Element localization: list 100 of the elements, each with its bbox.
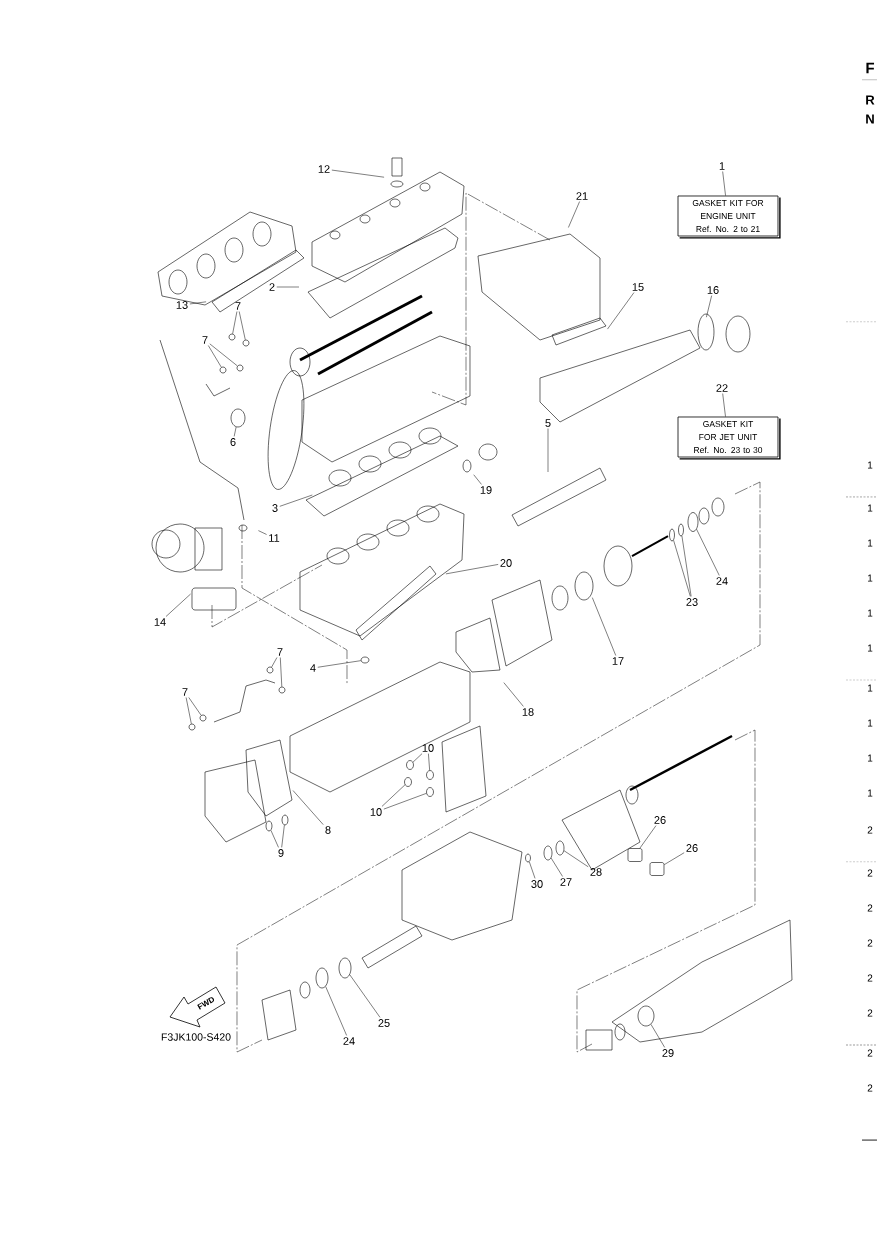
callout-number: 7 (277, 648, 283, 656)
callout-number: 19 (480, 486, 492, 494)
leader-line (722, 171, 726, 196)
direction-text: FWD (197, 997, 215, 1010)
gasket (649, 862, 665, 876)
leader-line (592, 597, 617, 656)
ring (360, 656, 370, 664)
leader-line (503, 682, 524, 707)
table-text: R (866, 95, 875, 105)
leader-line (292, 790, 324, 825)
table-text: 1 (868, 539, 873, 547)
ring (219, 366, 227, 374)
leader-line (706, 295, 712, 318)
table-text: 1 (868, 684, 873, 692)
leader-line (208, 345, 222, 368)
callout-number: 26 (654, 816, 666, 824)
callout-number: 24 (343, 1037, 355, 1045)
leader-line (696, 529, 720, 576)
ring (338, 957, 352, 979)
leader-line (607, 292, 635, 330)
table-text: N (866, 114, 874, 124)
leader-line (280, 657, 283, 687)
ring (230, 408, 246, 428)
gasket (627, 848, 643, 862)
leader-line (238, 311, 246, 341)
callout-number: 10 (370, 808, 382, 816)
table-text: 2 (867, 939, 873, 947)
table-text: 1 (868, 504, 873, 512)
table-text: 2 (867, 904, 873, 912)
leader-line (563, 850, 589, 868)
leader-line (317, 660, 362, 668)
callout-number: 25 (378, 1019, 390, 1027)
ring (687, 512, 699, 532)
leader-line (232, 311, 238, 334)
ring (199, 714, 207, 722)
table-text: 1 (868, 789, 873, 797)
callout-number: 16 (707, 286, 719, 294)
table-text: 2 (867, 1009, 873, 1017)
ring (188, 723, 196, 731)
ring (555, 840, 565, 856)
callout-number: 4 (310, 664, 316, 672)
leader-line (412, 753, 423, 763)
callout-number: 23 (686, 598, 698, 606)
ring (669, 528, 675, 542)
leader-line (209, 343, 238, 367)
callout-number: 22 (716, 384, 728, 392)
table-text: 1 (868, 461, 873, 469)
leader-line (383, 793, 427, 810)
leader-line (664, 852, 685, 865)
kit-box: GASKET KIT FOR ENGINE UNIT Ref. No. 2 to 21 (677, 195, 781, 239)
table-text: 2 (867, 826, 873, 834)
table-text: 2 (867, 974, 873, 982)
callout-number: 17 (612, 657, 624, 665)
leader-line (349, 974, 381, 1018)
leader-line (428, 753, 430, 771)
callout-number: 5 (545, 419, 551, 427)
table-text: 2 (867, 1049, 873, 1057)
leader-line (331, 169, 385, 178)
leader-line (673, 540, 691, 597)
callout-number: 20 (500, 559, 512, 567)
figure-code: F3JK100-S420 (161, 1033, 231, 1041)
leader-line (188, 697, 202, 716)
leader-line (189, 301, 207, 305)
callout-number: 30 (531, 880, 543, 888)
ring (543, 845, 553, 861)
table-text: 1 (868, 609, 873, 617)
leader-line (550, 857, 563, 877)
table-text: 1 (868, 719, 873, 727)
leader-line (276, 286, 300, 288)
callout-number: 12 (318, 165, 330, 173)
ring (266, 666, 274, 674)
callout-number: 18 (522, 708, 534, 716)
callout-number: 27 (560, 878, 572, 886)
ring (281, 814, 289, 826)
leader-line (639, 825, 657, 849)
ring (406, 760, 414, 770)
table-text: 2 (867, 869, 873, 877)
leader-line (271, 657, 278, 668)
ring (236, 364, 244, 372)
leader-line (165, 593, 191, 617)
leader-line (445, 564, 499, 575)
leader-line (681, 535, 692, 597)
callout-number: 7 (235, 302, 241, 310)
ring (637, 1005, 655, 1027)
callout-number: 26 (686, 844, 698, 852)
leader-line (568, 201, 580, 228)
callout-number: 8 (325, 826, 331, 834)
ring (426, 770, 434, 780)
leader-line (650, 1024, 665, 1048)
ring (525, 853, 531, 863)
ring (242, 339, 250, 347)
table-text: 1 (868, 754, 873, 762)
ring (228, 333, 236, 341)
leader-line (529, 861, 536, 879)
callout-number: 13 (176, 301, 188, 309)
callout-number: 11 (269, 534, 280, 542)
leader-line (547, 428, 549, 473)
table-text: 1 (868, 644, 873, 652)
callout-number: 3 (272, 504, 278, 512)
callout-number: 9 (278, 849, 284, 857)
